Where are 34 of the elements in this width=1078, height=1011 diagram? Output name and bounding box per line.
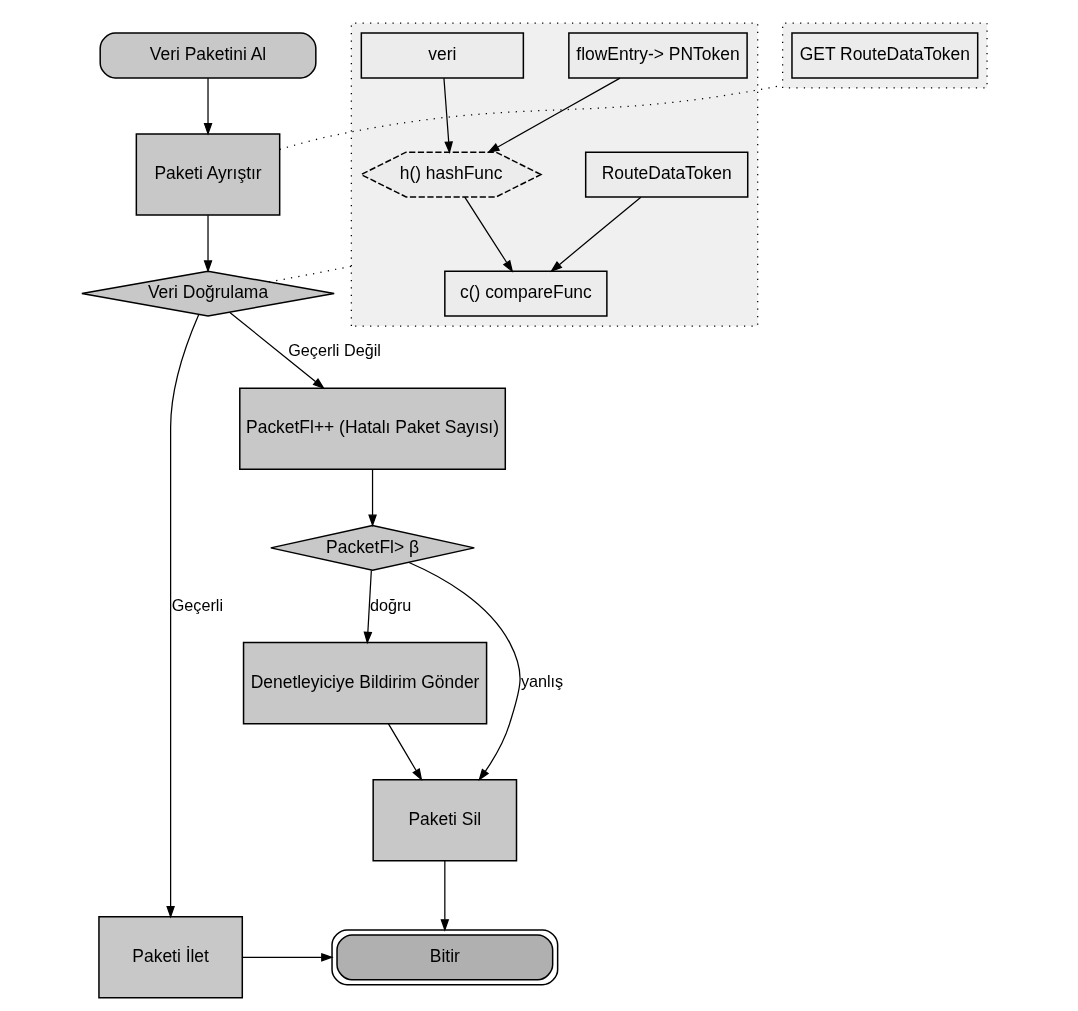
arrow bbox=[407, 561, 521, 782]
arrow bbox=[228, 311, 325, 390]
arrow bbox=[549, 196, 641, 273]
edge-label: yanlış bbox=[520, 672, 563, 691]
cluster bbox=[350, 22, 758, 327]
edge-label: doğru bbox=[369, 595, 411, 614]
node-box: Denetleyiciye Bildirim Gönder bbox=[242, 641, 487, 725]
arrow bbox=[387, 723, 422, 782]
node-box: Paketi Ayrıştır bbox=[135, 133, 280, 216]
arrow bbox=[165, 314, 199, 919]
node-box: Bitir bbox=[330, 929, 558, 986]
arrow bbox=[203, 214, 212, 273]
node-box: Paketi Sil bbox=[371, 778, 517, 862]
node-diamond: PacketFl> β bbox=[269, 524, 475, 572]
arrow bbox=[367, 468, 377, 528]
edge-label: Geçerli bbox=[171, 595, 223, 614]
arrow bbox=[439, 860, 449, 932]
node-box: RouteDataToken bbox=[584, 151, 748, 198]
arrow bbox=[463, 196, 513, 273]
cluster bbox=[781, 22, 988, 89]
arrow bbox=[486, 77, 621, 153]
node-diamond: Veri Doğrulama bbox=[80, 270, 335, 317]
node-box: veri bbox=[360, 32, 524, 79]
arrow bbox=[241, 952, 334, 962]
node-box: c() compareFunc bbox=[443, 270, 608, 317]
edge-label: Geçerli Değil bbox=[287, 341, 381, 360]
node-box: GET RouteDataToken bbox=[790, 32, 978, 79]
arrow bbox=[363, 569, 372, 645]
arrow bbox=[442, 77, 453, 154]
node-box: Paketi İlet bbox=[97, 916, 243, 999]
arrow bbox=[203, 77, 212, 136]
node-box: flowEntry-> PNToken bbox=[567, 32, 748, 79]
node-box: Veri Paketini Al bbox=[98, 32, 317, 79]
node-box: PacketFl++ (Hatalı Paket Sayısı) bbox=[238, 387, 506, 471]
